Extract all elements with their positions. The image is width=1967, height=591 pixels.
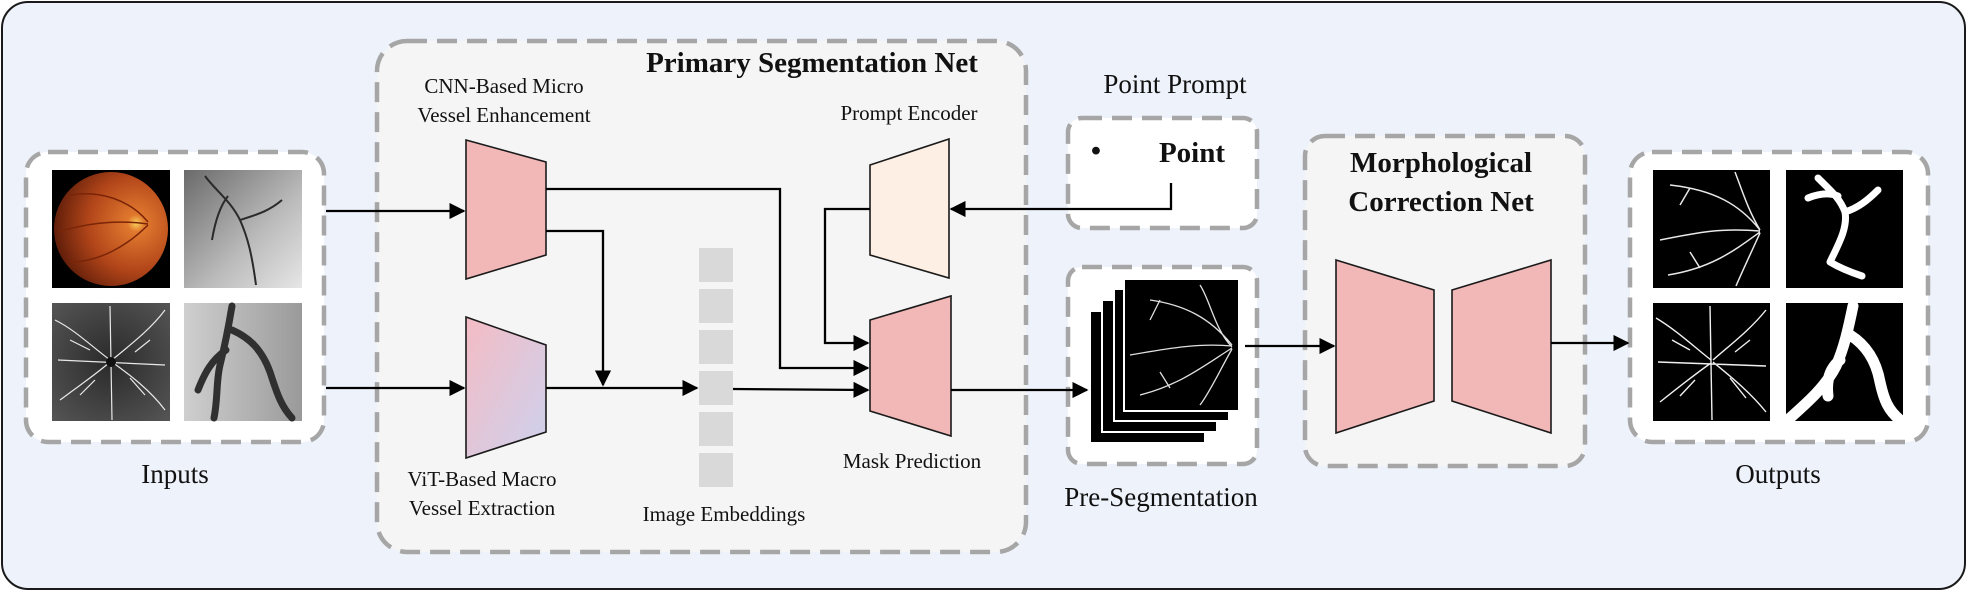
cnn-encoder-block — [465, 138, 547, 281]
angiogram-image — [184, 170, 302, 288]
coronary-angiogram-image — [184, 302, 302, 422]
point-prompt-title: Point Prompt — [1103, 69, 1247, 99]
pre-segmentation-stack — [1089, 278, 1240, 444]
morph-encoder-block — [1335, 258, 1435, 435]
primary-net-title: Primary Segmentation Net — [646, 47, 978, 79]
vit-encoder-block — [465, 315, 547, 460]
vit-label-line1: ViT-Based Macro — [407, 467, 556, 491]
outputs-group: Outputs — [1551, 149, 1931, 489]
vit-label-line2: Vessel Extraction — [409, 496, 556, 520]
cnn-label-line1: CNN-Based Micro — [424, 74, 583, 98]
pre-segmentation-group: Pre-Segmentation — [951, 264, 1260, 512]
fundus-image — [52, 170, 170, 288]
coronary-vessel-mask — [1784, 300, 1906, 426]
embedding-block — [699, 330, 733, 364]
pre-segmentation-label: Pre-Segmentation — [1064, 482, 1258, 512]
outputs-label: Outputs — [1735, 459, 1821, 489]
mask-decoder-block — [869, 294, 952, 438]
embedding-block — [699, 412, 733, 446]
point-prompt-box — [1065, 115, 1260, 231]
arrow-cnn-to-merge — [546, 229, 612, 387]
embedding-block — [699, 453, 733, 487]
morph-correction-group: Morphological Correction Net — [1245, 133, 1588, 469]
inputs-group: Inputs — [23, 149, 327, 489]
point-bullet: • — [1091, 135, 1101, 167]
fundus-vessel-mask — [1653, 170, 1770, 288]
embedding-block — [699, 248, 733, 282]
prompt-encoder-label: Prompt Encoder — [840, 101, 977, 125]
morph-title-line1: Morphological — [1350, 147, 1532, 179]
octa-vessel-mask — [1653, 303, 1770, 421]
arrow-cnn-to-mask — [546, 187, 870, 377]
point-prompt-text: Point — [1159, 137, 1225, 169]
embedding-block — [699, 289, 733, 323]
inputs-label: Inputs — [141, 459, 209, 489]
embedding-block — [699, 371, 733, 405]
point-prompt-group: Point Prompt • Point — [949, 69, 1260, 231]
octa-image — [52, 303, 170, 421]
arrow-embeddings-to-mask — [732, 381, 870, 398]
image-embeddings — [699, 248, 733, 487]
angiogram-vessel-mask — [1786, 170, 1903, 288]
cnn-label-line2: Vessel Enhancement — [417, 103, 590, 127]
embeddings-label: Image Embeddings — [643, 502, 806, 526]
prompt-encoder-block — [869, 137, 950, 280]
arrow-prompt-to-mask — [823, 207, 870, 352]
mask-prediction-label: Mask Prediction — [843, 449, 982, 473]
arrow-point-to-prompt-encoder — [949, 183, 1173, 218]
morph-decoder-block — [1451, 258, 1552, 435]
primary-segmentation-net: Primary Segmentation Net CNN-Based Micro… — [326, 38, 1029, 555]
morph-title-line2: Correction Net — [1348, 186, 1534, 218]
